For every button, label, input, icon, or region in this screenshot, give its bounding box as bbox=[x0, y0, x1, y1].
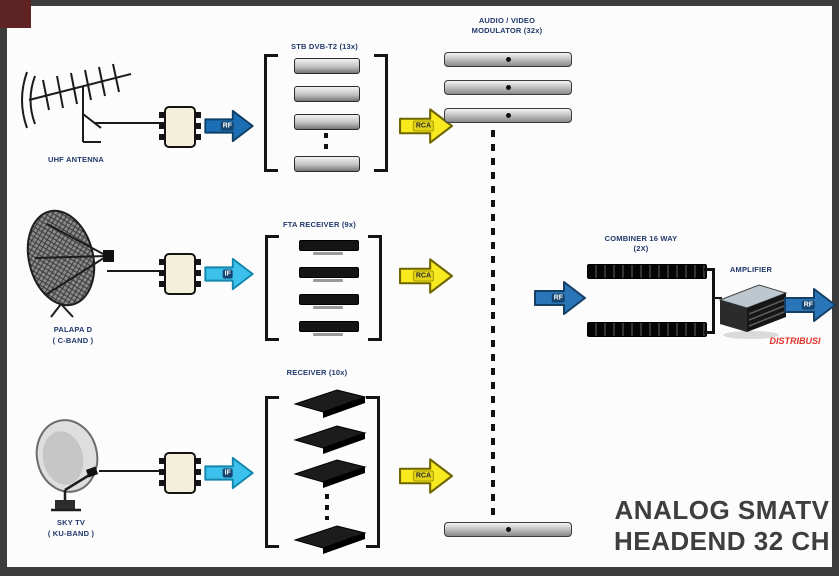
satellite-dish-icon bbox=[26, 209, 114, 318]
modulator-unit bbox=[444, 80, 572, 95]
stack2-label: FTA RECEIVER (9x) bbox=[283, 220, 356, 229]
stb-unit bbox=[294, 156, 360, 172]
skytv-label: SKY TV bbox=[56, 518, 86, 527]
stack3-ellipsis bbox=[325, 494, 329, 520]
combiner-bracket bbox=[704, 268, 715, 334]
stack3-bracket-right bbox=[365, 396, 380, 548]
stack1-label: STB DVB-T2 (13x) bbox=[291, 42, 358, 51]
receiver-caption bbox=[313, 333, 343, 336]
if-arrow-2: IF bbox=[204, 455, 254, 491]
fta-receiver-unit bbox=[299, 321, 359, 332]
rca-arrow-3-label: RCA bbox=[412, 470, 435, 482]
rf-arrow-output-label: RF bbox=[801, 300, 816, 310]
wire-palapa bbox=[107, 270, 165, 272]
uhf-antenna-icon bbox=[21, 63, 132, 143]
fta-receiver-unit bbox=[299, 240, 359, 251]
diagram-title-line1: ANALOG SMATV bbox=[614, 495, 830, 525]
fta-receiver-unit bbox=[299, 294, 359, 305]
rca-arrow-1: RCA bbox=[399, 106, 453, 146]
skytv-sublabel: ( KU-BAND ) bbox=[47, 529, 95, 538]
rca-arrow-1-label: RCA bbox=[412, 120, 435, 132]
if-arrow-1: IF bbox=[204, 256, 254, 292]
stack1-bracket-right bbox=[373, 54, 388, 172]
dvb-receiver-unit bbox=[293, 389, 367, 418]
rca-arrow-2-label: RCA bbox=[412, 270, 435, 282]
receiver-caption bbox=[313, 279, 343, 282]
rf-arrow-output: RF bbox=[784, 285, 836, 325]
rf-arrow-combiner: RF bbox=[534, 277, 586, 319]
wire-combiner-amplifier bbox=[712, 297, 722, 299]
combiner-label-line1: COMBINER 16 WAY bbox=[604, 234, 678, 243]
modulator-trunk-dashed-line bbox=[491, 130, 495, 520]
rf-arrow-1-label: RF bbox=[220, 121, 235, 131]
dvb-receiver-unit bbox=[293, 459, 367, 488]
diagram-canvas: UHF ANTENNA RF STB DVB-T2 (13x) RCA AUDI… bbox=[7, 6, 836, 567]
receiver-caption bbox=[313, 252, 343, 255]
palapa-sublabel: ( C-BAND ) bbox=[52, 336, 94, 345]
modulator-unit bbox=[444, 108, 572, 123]
connector-block-2 bbox=[159, 253, 201, 295]
fta-receiver-unit bbox=[299, 267, 359, 278]
if-arrow-1-label: IF bbox=[222, 269, 233, 279]
wire-skytv bbox=[99, 470, 165, 472]
modulator-unit bbox=[444, 522, 572, 537]
stb-unit bbox=[294, 86, 360, 102]
combiner-label-line2: (2X) bbox=[633, 244, 649, 253]
stack2-bracket-right bbox=[367, 235, 382, 341]
distribution-label: DISTRIBUSI bbox=[769, 336, 821, 346]
modulator-unit bbox=[444, 52, 572, 67]
stack3-bracket-left bbox=[265, 396, 280, 548]
palapa-label: PALAPA D bbox=[53, 325, 93, 334]
stack2-bracket-left bbox=[265, 235, 280, 341]
connector-block-3 bbox=[159, 452, 201, 494]
corner-marker bbox=[0, 0, 31, 28]
rca-arrow-3: RCA bbox=[399, 456, 453, 496]
amplifier-label: AMPLIFIER bbox=[729, 265, 773, 274]
stb-unit bbox=[294, 114, 360, 130]
amplifier-icon bbox=[718, 284, 788, 339]
rca-arrow-2: RCA bbox=[399, 256, 453, 296]
stack3-label: RECEIVER (10x) bbox=[286, 368, 348, 377]
uhf-antenna-label: UHF ANTENNA bbox=[47, 155, 105, 164]
diagram-title-line2: HEADEND 32 CH bbox=[614, 526, 830, 556]
stack1-ellipsis bbox=[324, 133, 328, 153]
dvb-receiver-unit bbox=[293, 425, 367, 454]
rf-arrow-combiner-label: RF bbox=[551, 293, 566, 303]
stack1-bracket-left bbox=[264, 54, 279, 172]
combiner-unit bbox=[587, 322, 707, 337]
connector-block-1 bbox=[159, 106, 201, 148]
dvb-receiver-unit bbox=[293, 525, 367, 554]
wire-antenna bbox=[95, 122, 165, 124]
modulator-label-line2: MODULATOR (32x) bbox=[471, 26, 543, 35]
offset-dish-icon bbox=[35, 419, 99, 512]
receiver-caption bbox=[313, 306, 343, 309]
if-arrow-2-label: IF bbox=[222, 468, 233, 478]
stb-unit bbox=[294, 58, 360, 74]
combiner-unit bbox=[587, 264, 707, 279]
modulator-label-line1: AUDIO / VIDEO bbox=[478, 16, 536, 25]
rf-arrow-1: RF bbox=[204, 108, 254, 144]
diagram-title: ANALOG SMATV HEADEND 32 CH bbox=[602, 495, 839, 557]
